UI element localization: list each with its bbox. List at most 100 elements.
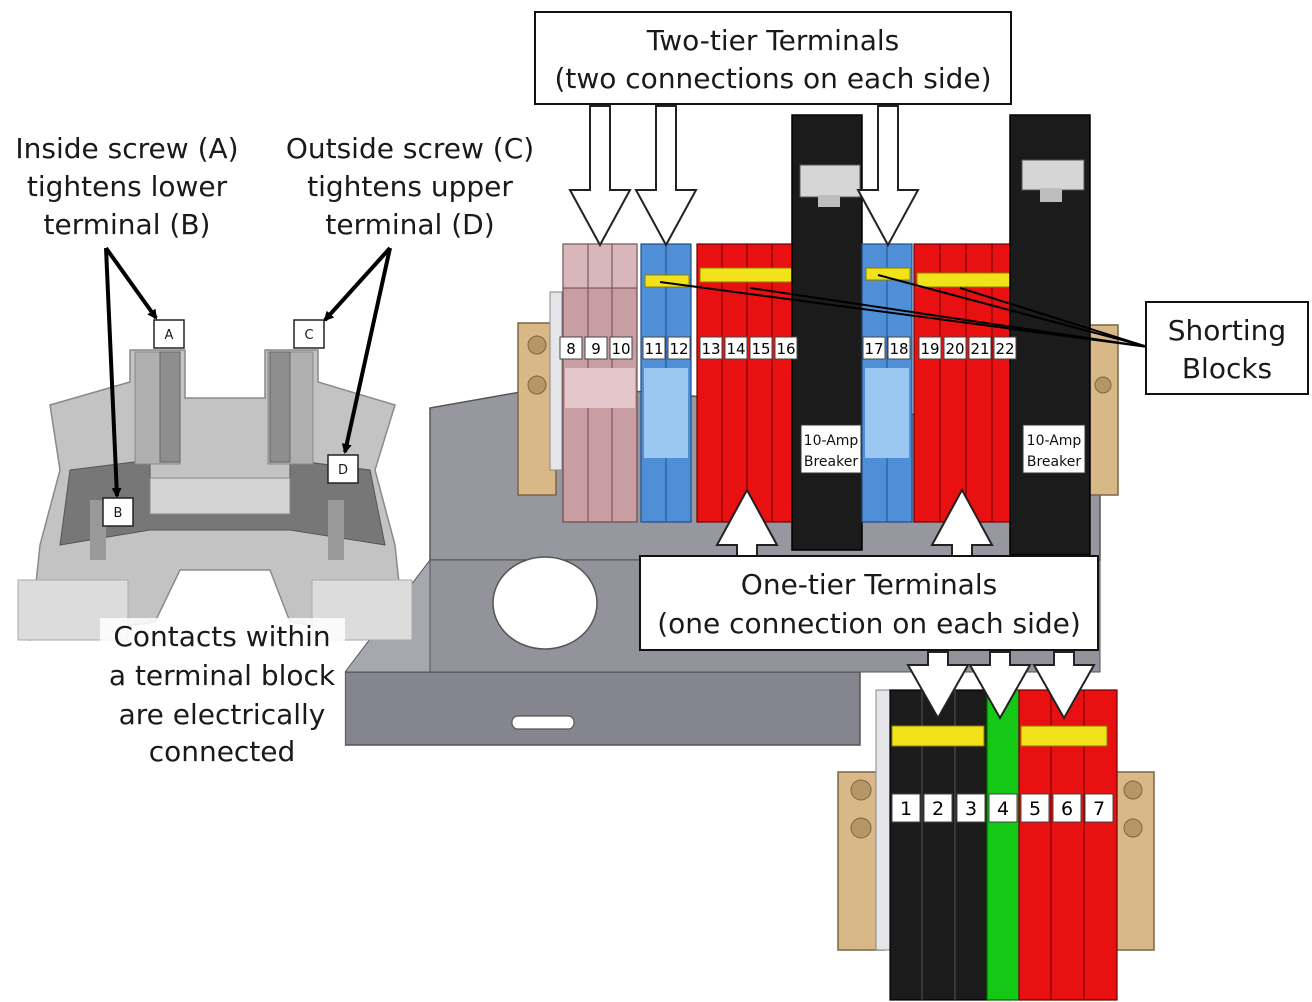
one-tier-title: One-tier Terminals [741, 568, 997, 601]
svg-text:21: 21 [970, 340, 989, 358]
terminal-number-22: 22 [993, 336, 1017, 360]
inside-screw-line3: terminal (B) [44, 208, 211, 241]
shorting-block-red-1 [699, 267, 795, 283]
svg-text:6: 6 [1061, 798, 1073, 820]
svg-text:4: 4 [997, 798, 1009, 820]
terminal-number-11: 11 [642, 336, 666, 360]
shorting-block-blue-2 [865, 267, 911, 281]
breaker-2: 10-Amp Breaker [1009, 114, 1091, 556]
pink-terminal-group [562, 243, 638, 523]
outside-screw-line2: tightens upper [307, 170, 513, 203]
marker-b: B [114, 506, 123, 521]
one-tier-subtitle: (one connection on each side) [657, 607, 1081, 640]
inside-screw-line1: Inside screw (A) [15, 132, 238, 165]
svg-text:18: 18 [889, 340, 908, 358]
marker-d: D [338, 463, 348, 478]
marker-c: C [304, 328, 313, 343]
blue-terminal-group-1 [640, 243, 692, 523]
svg-text:22: 22 [995, 340, 1014, 358]
arrow-down-black [906, 651, 970, 721]
terminal-number-18: 18 [887, 336, 911, 360]
rail-slot [511, 715, 575, 730]
terminal-number-1: 1 [891, 793, 921, 823]
terminal-number-4: 4 [988, 793, 1018, 823]
breaker-1: 10-Amp Breaker [791, 114, 863, 551]
breaker-2-label-line2: Breaker [1027, 454, 1081, 470]
end-bracket-lower-right [1111, 771, 1155, 951]
svg-text:2: 2 [932, 798, 944, 820]
outside-screw-line1: Outside screw (C) [286, 132, 534, 165]
one-tier-callout: One-tier Terminals (one connection on ea… [639, 555, 1099, 651]
arrow-down-blue-2 [856, 105, 920, 248]
shorting-block-black [891, 725, 985, 747]
end-bracket-right [1087, 324, 1119, 496]
outside-screw-line3: terminal (D) [325, 208, 494, 241]
blue-terminal-group-2 [861, 243, 913, 523]
inside-screw-note: Inside screw (A) tightens lower terminal… [15, 132, 238, 241]
svg-text:15: 15 [751, 340, 770, 358]
terminal-number-2: 2 [923, 793, 953, 823]
terminal-number-15: 15 [749, 336, 773, 360]
terminal-number-6: 6 [1052, 793, 1082, 823]
contacts-line2: a terminal block [109, 659, 336, 692]
marker-a-box: A [153, 319, 185, 349]
terminal-number-13: 13 [699, 336, 723, 360]
svg-text:1: 1 [900, 798, 912, 820]
contacts-note: Contacts within a terminal block are ele… [100, 618, 345, 768]
green-terminal [986, 689, 1020, 1001]
one-tier-arrows-down [906, 651, 1096, 721]
inside-screw-line2: tightens lower [27, 170, 228, 203]
svg-text:12: 12 [669, 340, 688, 358]
breaker-2-label-line1: 10-Amp [1027, 433, 1082, 449]
svg-text:20: 20 [945, 340, 964, 358]
marker-d-box: D [327, 454, 359, 484]
terminal-number-17: 17 [862, 336, 886, 360]
shorting-block-red-2 [916, 272, 1016, 288]
terminal-number-12: 12 [667, 336, 691, 360]
breaker-1-label-line1: 10-Amp [804, 433, 859, 449]
svg-text:13: 13 [701, 340, 720, 358]
svg-text:9: 9 [591, 340, 601, 358]
contacts-line3: are electrically [119, 698, 326, 731]
breaker-1-label-line2: Breaker [804, 454, 858, 470]
shorting-blocks-callout: Shorting Blocks [1145, 301, 1309, 395]
contacts-line1: Contacts within [113, 620, 330, 653]
terminal-number-8: 8 [559, 336, 583, 360]
arrow-down-pink [568, 105, 632, 248]
svg-text:11: 11 [644, 340, 663, 358]
svg-text:16: 16 [776, 340, 795, 358]
marker-c-box: C [293, 319, 325, 349]
shorting-block-leaders [659, 274, 1149, 348]
svg-text:8: 8 [566, 340, 576, 358]
shorting-blocks-line2: Blocks [1182, 352, 1272, 385]
svg-text:14: 14 [726, 340, 745, 358]
marker-b-box: B [102, 497, 134, 527]
rail-mounting-hole [492, 556, 598, 650]
arrow-down-green [968, 651, 1032, 721]
red-terminal-group-2 [913, 243, 1019, 523]
arrow-down-blue-1 [634, 105, 698, 248]
shorting-block-red-lower [1020, 725, 1108, 747]
two-tier-title: Two-tier Terminals [646, 24, 899, 57]
inside-screw-arrows [104, 246, 158, 498]
outside-screw-arrows [323, 246, 392, 454]
svg-text:17: 17 [864, 340, 883, 358]
terminal-cross-section: A C B D [17, 319, 413, 641]
two-tier-callout: Two-tier Terminals (two connections on e… [534, 11, 1012, 105]
terminal-number-9: 9 [584, 336, 608, 360]
shorting-blocks-line1: Shorting [1168, 314, 1286, 347]
terminal-number-21: 21 [968, 336, 992, 360]
two-tier-arrows [568, 105, 920, 248]
svg-text:7: 7 [1093, 798, 1105, 820]
svg-text:19: 19 [920, 340, 939, 358]
terminal-number-20: 20 [943, 336, 967, 360]
red-terminal-group-lower [1018, 689, 1118, 1001]
terminal-number-10: 10 [609, 336, 633, 360]
contacts-line4: connected [149, 735, 296, 768]
svg-text:10: 10 [611, 340, 630, 358]
